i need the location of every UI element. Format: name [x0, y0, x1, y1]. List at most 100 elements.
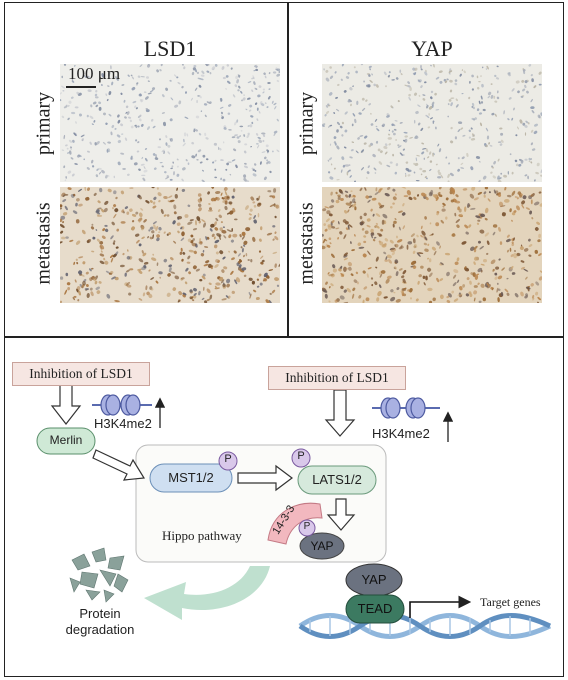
tissue-cell	[223, 266, 228, 270]
tissue-cell	[254, 169, 257, 172]
tissue-cell	[482, 297, 487, 302]
tissue-cell	[446, 78, 449, 81]
tissue-cell	[398, 268, 403, 271]
tissue-cell	[384, 259, 388, 262]
tissue-cell	[417, 79, 421, 83]
tissue-cell	[184, 214, 189, 218]
tissue-cell	[422, 98, 426, 101]
tissue-cell	[200, 74, 205, 77]
tissue-cell	[454, 82, 458, 86]
tissue-cell	[193, 64, 197, 68]
tissue-cell	[488, 142, 491, 145]
tissue-cell	[220, 279, 225, 284]
tissue-cell	[231, 136, 236, 139]
tissue-cell	[135, 107, 138, 110]
tissue-cell	[265, 144, 269, 148]
tissue-cell	[336, 145, 340, 150]
tissue-cell	[164, 171, 167, 174]
tissue-cell	[173, 204, 177, 210]
tissue-cell	[500, 132, 504, 136]
tissue-cell	[493, 95, 496, 100]
tissue-cell	[77, 299, 80, 302]
tissue-cell	[339, 125, 343, 129]
tissue-cell	[242, 244, 246, 247]
tissue-cell	[211, 187, 215, 189]
tissue-cell	[473, 261, 476, 266]
tissue-cell	[87, 239, 90, 242]
tissue-cell	[227, 80, 231, 84]
tissue-cell	[391, 130, 394, 133]
tissue-cell	[479, 122, 483, 127]
tissue-cell	[229, 173, 232, 176]
tissue-cell	[342, 219, 347, 223]
tissue-cell	[192, 294, 197, 299]
protein-14-3-3-shape	[267, 502, 323, 545]
tissue-cell	[369, 68, 371, 71]
tissue-cell	[341, 64, 345, 67]
tissue-cell	[124, 137, 128, 141]
tissue-cell	[514, 249, 516, 253]
tissue-cell	[481, 66, 484, 69]
tissue-cell	[530, 199, 533, 205]
tissue-cell	[427, 257, 429, 260]
tissue-cell	[421, 142, 425, 145]
tissue-cell	[491, 112, 495, 116]
tissue-cell	[329, 143, 332, 146]
tissue-cell	[254, 102, 258, 105]
tissue-cell	[209, 294, 213, 300]
tissue-cell	[94, 93, 98, 97]
tissue-cell	[322, 124, 325, 128]
tissue-cell	[84, 287, 90, 291]
tissue-cell	[394, 218, 397, 221]
tissue-cell	[157, 192, 162, 197]
tissue-cell	[147, 64, 151, 68]
tissue-cell	[430, 189, 434, 196]
tissue-cell	[121, 133, 124, 135]
tissue-cell	[78, 203, 83, 207]
tissue-cell	[106, 98, 109, 102]
tissue-cell	[165, 135, 168, 139]
tissue-cell	[471, 88, 475, 91]
tissue-cell	[145, 109, 150, 113]
tissue-cell	[344, 129, 348, 133]
tissue-cell	[187, 255, 191, 260]
tissue-cell	[425, 114, 427, 117]
tissue-cell	[155, 154, 157, 159]
tissue-cell	[352, 287, 356, 292]
tissue-cell	[534, 227, 539, 231]
tissue-cell	[92, 236, 96, 240]
tissue-cell	[462, 188, 468, 191]
tissue-cell	[458, 121, 463, 125]
tissue-cell	[117, 119, 121, 124]
tissue-cell	[457, 293, 463, 297]
tissue-cell	[237, 253, 241, 257]
tissue-cell	[202, 249, 205, 253]
tissue-cell	[446, 271, 450, 277]
tissue-cell	[341, 134, 344, 137]
tissue-cell	[471, 187, 476, 191]
tissue-cell	[494, 100, 498, 103]
tissue-cell	[469, 193, 475, 199]
tissue-cell	[139, 64, 143, 68]
tissue-cell	[91, 250, 95, 253]
tissue-cell	[358, 294, 362, 299]
tissue-cell	[204, 246, 209, 248]
tissue-cell	[174, 74, 177, 77]
tissue-cell	[497, 179, 502, 182]
tissue-cell	[490, 83, 493, 86]
tissue-cell	[181, 85, 184, 89]
tissue-cell	[468, 80, 471, 84]
tissue-cell	[192, 228, 198, 231]
tissue-cell	[151, 187, 155, 189]
tissue-cell	[362, 253, 367, 258]
tissue-cell	[474, 117, 478, 120]
tissue-cell	[90, 226, 95, 230]
tissue-cell	[470, 138, 476, 141]
tissue-cell	[140, 76, 145, 78]
tissue-cell	[169, 118, 173, 122]
tissue-cell	[438, 148, 442, 153]
tissue-cell	[349, 204, 353, 209]
tissue-cell	[268, 72, 271, 75]
tissue-cell	[361, 167, 364, 171]
tissue-cell	[475, 156, 481, 159]
